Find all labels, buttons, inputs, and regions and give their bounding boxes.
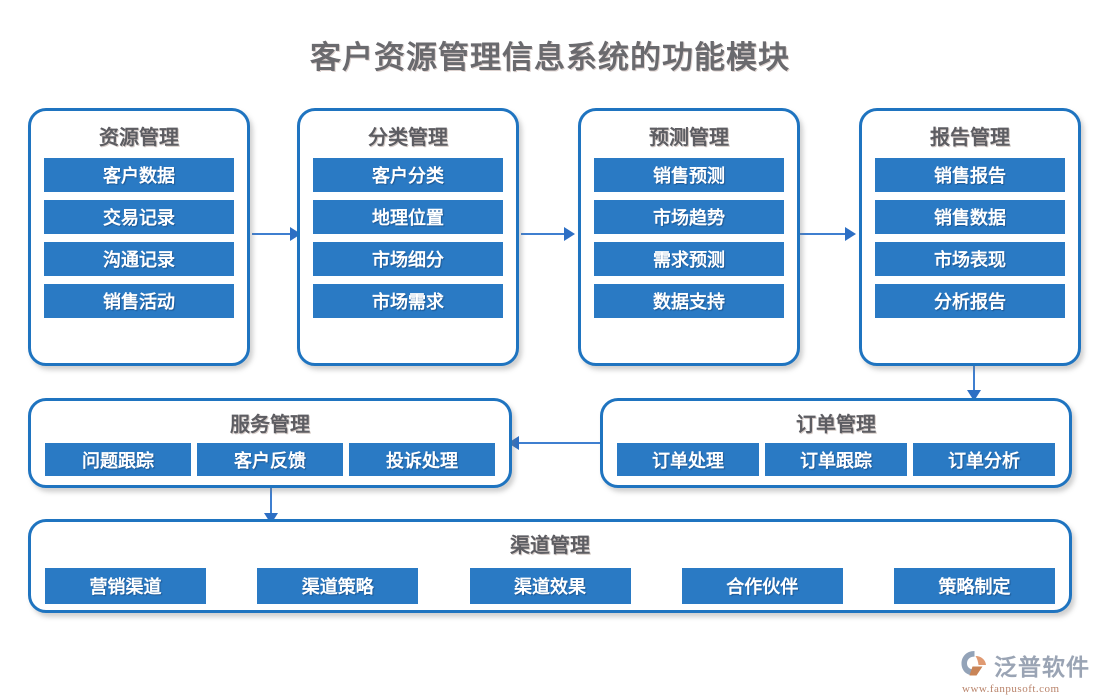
module-items-classification: 客户分类 地理位置 市场细分 市场需求 — [313, 158, 503, 318]
module-card-report[interactable]: 报告管理 销售报告 销售数据 市场表现 分析报告 — [859, 108, 1081, 366]
brand-logo-row: 泛普软件 — [960, 648, 1090, 682]
module-item[interactable]: 交易记录 — [44, 200, 234, 234]
module-item[interactable]: 需求预测 — [594, 242, 784, 276]
module-item[interactable]: 营销渠道 — [45, 568, 206, 604]
module-item[interactable]: 策略制定 — [894, 568, 1055, 604]
module-item[interactable]: 订单处理 — [617, 443, 759, 476]
module-card-order[interactable]: 订单管理 订单处理 订单跟踪 订单分析 — [600, 398, 1072, 488]
module-card-classification[interactable]: 分类管理 客户分类 地理位置 市场细分 市场需求 — [297, 108, 519, 366]
module-item[interactable]: 投诉处理 — [349, 443, 495, 476]
module-item[interactable]: 订单分析 — [913, 443, 1055, 476]
module-items-service: 问题跟踪 客户反馈 投诉处理 — [45, 443, 495, 476]
module-title-classification: 分类管理 — [368, 127, 448, 149]
module-items-resource: 客户数据 交易记录 沟通记录 销售活动 — [44, 158, 234, 318]
connector-service-to-channel-arrowhead — [264, 513, 278, 524]
module-card-channel[interactable]: 渠道管理 营销渠道 渠道策略 渠道效果 合作伙伴 策略制定 — [28, 519, 1072, 613]
module-item[interactable]: 销售预测 — [594, 158, 784, 192]
module-items-forecast: 销售预测 市场趋势 需求预测 数据支持 — [594, 158, 784, 318]
module-title-order: 订单管理 — [796, 414, 876, 436]
fanpu-logo-icon — [960, 649, 990, 682]
module-item[interactable]: 渠道策略 — [257, 568, 419, 604]
module-item[interactable]: 问题跟踪 — [45, 443, 191, 476]
connector-classification-to-forecast-line — [521, 233, 570, 235]
module-item[interactable]: 客户数据 — [44, 158, 234, 192]
module-item[interactable]: 市场表现 — [875, 242, 1065, 276]
connector-resource-to-classification-line — [252, 233, 296, 235]
module-item[interactable]: 客户反馈 — [197, 443, 343, 476]
module-item[interactable]: 市场细分 — [313, 242, 503, 276]
module-item[interactable]: 数据支持 — [594, 284, 784, 318]
brand-url: www.fanpusoft.com — [962, 683, 1060, 695]
module-item[interactable]: 地理位置 — [313, 200, 503, 234]
page-title: 客户资源管理信息系统的功能模块 — [310, 40, 790, 75]
connector-report-to-order-line — [973, 364, 975, 396]
module-item[interactable]: 合作伙伴 — [681, 568, 843, 604]
brand-name: 泛普软件 — [994, 655, 1090, 680]
module-item[interactable]: 沟通记录 — [44, 242, 234, 276]
connector-forecast-to-report-line — [798, 233, 851, 235]
connector-report-to-order-arrowhead — [967, 390, 981, 401]
connector-order-to-service-arrowhead — [508, 436, 519, 450]
module-items-report: 销售报告 销售数据 市场表现 分析报告 — [875, 158, 1065, 318]
module-item[interactable]: 销售报告 — [875, 158, 1065, 192]
module-title-forecast: 预测管理 — [649, 127, 729, 149]
module-item[interactable]: 市场趋势 — [594, 200, 784, 234]
connector-order-to-service-line — [513, 442, 603, 444]
connector-resource-to-classification-arrowhead — [290, 227, 301, 241]
module-card-resource[interactable]: 资源管理 客户数据 交易记录 沟通记录 销售活动 — [28, 108, 250, 366]
module-items-channel: 营销渠道 渠道策略 渠道效果 合作伙伴 策略制定 — [45, 568, 1055, 604]
module-item[interactable]: 市场需求 — [313, 284, 503, 318]
connector-service-to-channel-line — [270, 487, 272, 520]
module-item[interactable]: 订单跟踪 — [765, 443, 907, 476]
module-title-channel: 渠道管理 — [510, 535, 590, 557]
connector-forecast-to-report-arrowhead — [845, 227, 856, 241]
module-item[interactable]: 分析报告 — [875, 284, 1065, 318]
module-title-service: 服务管理 — [230, 414, 310, 436]
module-item[interactable]: 销售数据 — [875, 200, 1065, 234]
module-title-resource: 资源管理 — [99, 127, 179, 149]
module-title-report: 报告管理 — [930, 127, 1010, 149]
module-card-forecast[interactable]: 预测管理 销售预测 市场趋势 需求预测 数据支持 — [578, 108, 800, 366]
module-item[interactable]: 渠道效果 — [469, 568, 631, 604]
brand-logo: 泛普软件 www.fanpusoft.com — [960, 648, 1090, 695]
module-items-order: 订单处理 订单跟踪 订单分析 — [617, 443, 1055, 476]
module-item[interactable]: 销售活动 — [44, 284, 234, 318]
connector-classification-to-forecast-arrowhead — [564, 227, 575, 241]
module-card-service[interactable]: 服务管理 问题跟踪 客户反馈 投诉处理 — [28, 398, 512, 488]
module-item[interactable]: 客户分类 — [313, 158, 503, 192]
